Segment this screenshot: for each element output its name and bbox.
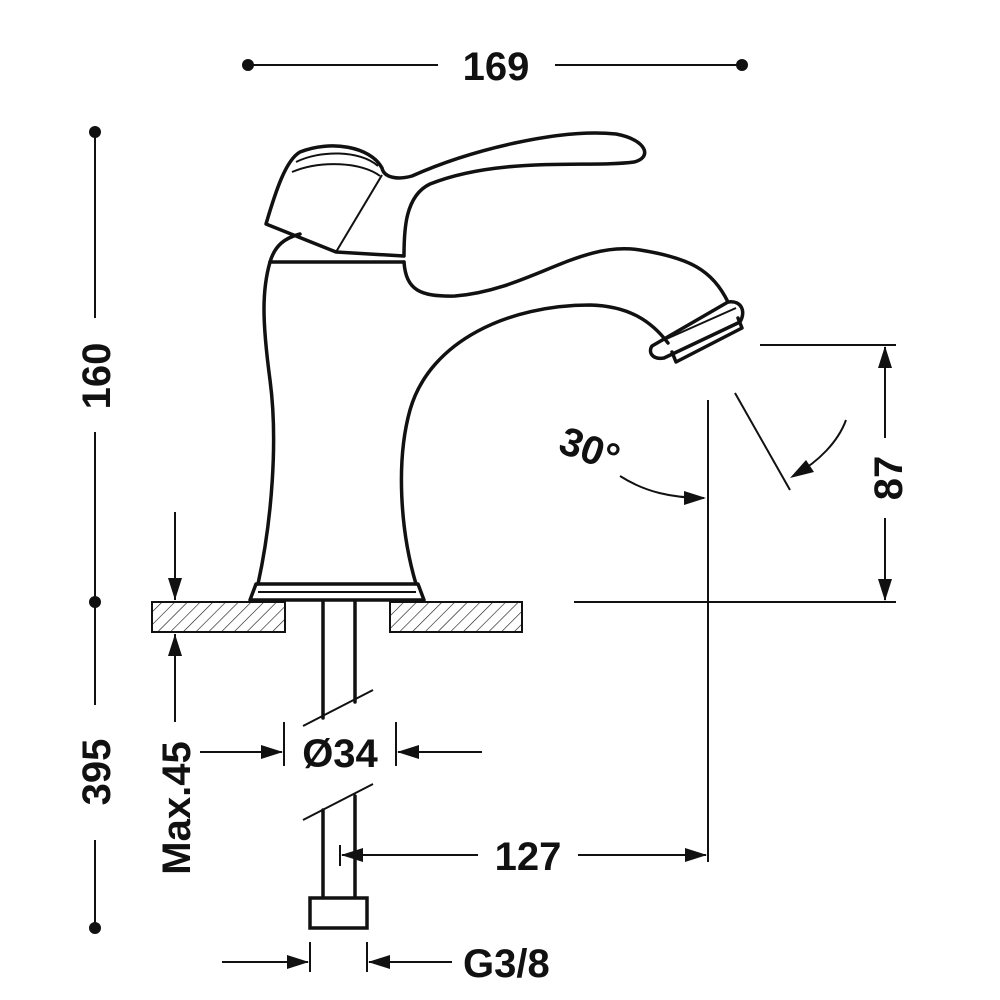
diameter-dimension: Ø34 bbox=[200, 722, 482, 776]
max-thickness-dimension: Max.45 bbox=[155, 512, 199, 875]
height-dimension: 160 395 bbox=[75, 126, 119, 934]
reach-dimension: 127 bbox=[339, 400, 709, 879]
spout-height-dimension: 87 bbox=[867, 346, 911, 601]
thread-dimension: G3/8 bbox=[222, 942, 550, 986]
countertop-section bbox=[151, 601, 523, 633]
angle-label: 30° bbox=[553, 419, 625, 481]
faucet-body bbox=[248, 232, 745, 602]
width-dimension: 169 bbox=[242, 45, 748, 89]
lever-handle bbox=[264, 131, 647, 258]
tailpiece bbox=[302, 600, 374, 930]
diameter-label: Ø34 bbox=[302, 732, 378, 776]
reach-label: 127 bbox=[495, 835, 562, 879]
below-counter-label: 395 bbox=[75, 739, 119, 806]
spout-height-label: 87 bbox=[867, 456, 911, 501]
max-thickness-label: Max.45 bbox=[155, 741, 199, 874]
thread-label: G3/8 bbox=[463, 942, 550, 986]
overall-height-label: 160 bbox=[75, 343, 119, 410]
width-label: 169 bbox=[463, 45, 530, 89]
angle-dimension: 30° bbox=[553, 392, 847, 505]
